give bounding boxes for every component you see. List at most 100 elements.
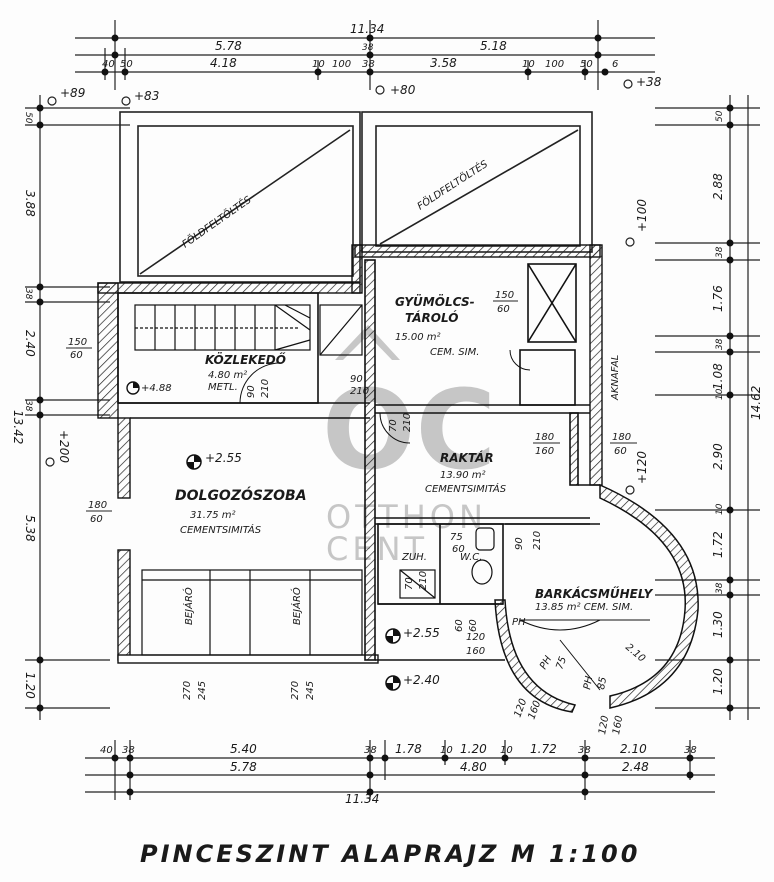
room-wc-name: W.C. <box>460 552 482 563</box>
left-dimension-ticks <box>36 104 44 712</box>
left-dimension-text: 13.42 50 3.88 38 2.40 38 5.38 1.20 <box>11 112 37 699</box>
opening-dimensions: 150 60 150 60 180 60 180 160 180 60 90 2… <box>66 290 647 736</box>
bottom-dim-1: 40 <box>100 745 113 756</box>
top-dim-r3-1: 40 <box>102 59 115 70</box>
right-dim-8: 2.90 <box>711 443 725 470</box>
opening-o3-h: 60 <box>90 514 103 525</box>
level-l10: +2.55 <box>403 626 440 640</box>
right-dim-3: 38 <box>715 246 725 258</box>
level-l6: +200 <box>57 430 71 463</box>
bottom-dim-3: 5.40 <box>230 742 257 756</box>
room-raktar-name: RAKTÁR <box>440 450 494 465</box>
room-kozlekedo-finish: METL. <box>208 382 238 393</box>
bottom-dim-12: 38 <box>684 745 697 756</box>
room-dolgozo-name: DOLGOZÓSZOBA <box>175 486 307 504</box>
opening-o14-h: 160 <box>466 646 485 657</box>
level-l2: +83 <box>134 89 159 103</box>
right-level-markers: +100 +120 <box>625 199 649 495</box>
top-level-markers: +89 +83 +80 +38 <box>47 75 662 106</box>
level-l8: +4.88 <box>141 383 172 394</box>
top-dimension-text: 11.34 5.78 38 5.18 40 50 4.18 10 100 38 … <box>102 22 618 70</box>
right-dim-5: 38 <box>715 338 725 350</box>
top-dim-r3-10: 50 <box>580 59 593 70</box>
room-zuh-name: ZUH. <box>401 552 427 563</box>
drawing-title: PINCESZINT ALAPRAJZ M 1:100 <box>140 840 640 868</box>
top-dim-r3-7: 3.58 <box>430 56 457 70</box>
bottom-dim-7: 1.20 <box>460 742 487 756</box>
opening-o7-w: 90 <box>350 374 363 385</box>
opening-o13-h: 60 <box>468 619 479 632</box>
bottom-dim-4: 38 <box>364 745 377 756</box>
watermark: OC OTTHON CENT <box>322 325 496 568</box>
opening-o20-h: 245 <box>305 681 316 700</box>
top-dim-3: 5.18 <box>480 39 507 53</box>
bottom-dimension-ticks <box>111 754 694 796</box>
top-dimension-ticks <box>101 34 609 76</box>
opening-o19-h: 245 <box>197 681 208 700</box>
opening-o3-w: 180 <box>88 500 107 511</box>
left-dim-4: 2.40 <box>23 330 37 357</box>
earth-fill-label-2: FÖLDFELTÖLTÉS <box>415 157 491 213</box>
bottom-dim-r2-1: 5.78 <box>230 760 257 774</box>
right-dim-13: 1.20 <box>711 668 725 695</box>
opening-o1-w: 150 <box>68 337 87 348</box>
bottom-dim-r2-2: 4.80 <box>460 760 487 774</box>
opening-o6-h: 210 <box>260 379 271 398</box>
opening-o19-w: 270 <box>182 681 193 700</box>
top-dim-r3-8: 10 <box>522 59 535 70</box>
opening-o21: 2.10 <box>623 642 647 665</box>
level-l4: +38 <box>636 75 662 89</box>
top-overall-dim: 11.34 <box>350 22 384 36</box>
level-l1: +89 <box>60 86 85 100</box>
ph-label-2: PH <box>538 654 555 672</box>
room-barkacs-name: BARKÁCSMŰHELY <box>535 586 654 601</box>
lower-window-bays <box>141 569 363 656</box>
earth-fill-areas <box>119 111 593 283</box>
opening-o11-w: 70 <box>404 577 415 590</box>
level-l3: +80 <box>390 83 416 97</box>
opening-o11-h: 210 <box>418 571 429 590</box>
opening-o16-w: 120 <box>597 715 611 736</box>
left-dim-7: 1.20 <box>23 672 37 699</box>
top-dim-r3-3: 4.18 <box>210 56 237 70</box>
left-dim-2: 3.88 <box>23 190 37 217</box>
top-dim-r3-6: 38 <box>362 59 375 70</box>
right-dim-6: 1.08 <box>711 363 725 390</box>
room-gyumolcs-name2: TÁROLÓ <box>405 310 458 325</box>
bottom-dim-5: 1.78 <box>395 742 422 756</box>
top-dim-r3-9: 100 <box>545 59 564 70</box>
opening-o2-h: 60 <box>497 304 510 315</box>
bottom-dim-r2-3: 2.48 <box>622 760 649 774</box>
bejaro-label-2: BEJÁRÓ <box>290 587 303 625</box>
right-dim-2: 2.88 <box>711 173 725 200</box>
earth-fill-label-1: FÖLDFELTÖLTÉS <box>179 193 254 251</box>
right-dimension-text: 14.62 50 2.88 38 1.76 38 1.08 10 2.90 10… <box>711 110 763 695</box>
right-dim-10: 1.72 <box>711 531 725 558</box>
left-level-marker: +200 <box>45 430 71 467</box>
opening-o12-w: 90 <box>514 537 525 550</box>
room-labels: KÖZLEKEDŐ 4.80 m² METL. GYÜMÖLCS- TÁROLÓ… <box>175 294 654 691</box>
bottom-dimension-text: 40 38 5.40 38 1.78 10 1.20 10 1.72 38 2.… <box>100 742 697 806</box>
opening-o5-w: 180 <box>612 432 631 443</box>
opening-o4-w: 180 <box>535 432 554 443</box>
bejaro-label-1: BEJÁRÓ <box>182 587 195 625</box>
room-gyumolcs-name1: GYÜMÖLCS- <box>395 294 475 309</box>
watermark-logo: OC <box>322 366 496 494</box>
opening-o12-h: 210 <box>532 531 543 550</box>
workshop-curved-wall <box>494 483 699 713</box>
opening-o1-h: 60 <box>70 350 83 361</box>
bottom-overall-dim: 11.34 <box>345 792 379 806</box>
level-l11: +2.40 <box>403 673 440 687</box>
interior-walls <box>117 259 600 661</box>
bottom-dim-2: 38 <box>122 745 135 756</box>
level-l5: +100 <box>635 199 649 232</box>
opening-o17-w: 75 <box>554 655 569 671</box>
opening-o2-w: 150 <box>495 290 514 301</box>
ph-label-3: PH <box>582 675 595 691</box>
opening-o6-w: 90 <box>246 385 257 398</box>
room-kozlekedo-name: KÖZLEKEDŐ <box>205 352 286 367</box>
top-dim-r3-4: 10 <box>312 59 325 70</box>
room-gyumolcs-finish: CEM. SIM. <box>430 347 479 358</box>
